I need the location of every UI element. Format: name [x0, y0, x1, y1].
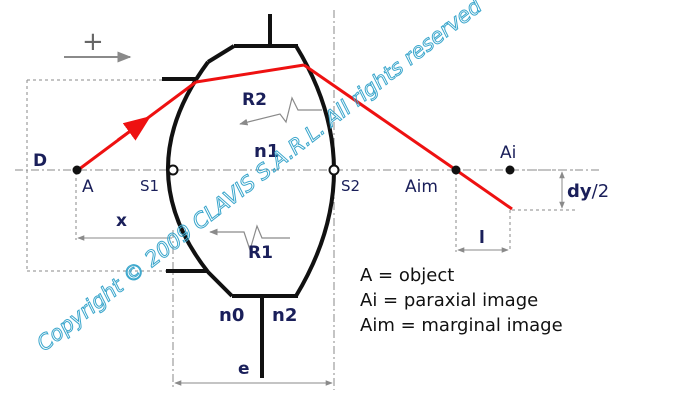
label-dy-suffix: /2 — [592, 181, 610, 202]
label-n1: n1 — [254, 141, 279, 162]
label-s1: S1 — [140, 177, 159, 195]
label-dy-main: dy — [567, 181, 592, 202]
label-s2: S2 — [341, 177, 360, 195]
legend-item-object: A = object — [360, 265, 454, 286]
label-a: A — [82, 177, 94, 197]
ray-segment-4 — [455, 168, 513, 211]
point-ai — [505, 165, 515, 175]
label-ai: Ai — [500, 143, 516, 163]
label-x: x — [116, 211, 127, 231]
point-aim — [451, 165, 461, 175]
ray-segment-3 — [303, 63, 457, 172]
label-d: D — [33, 151, 47, 171]
label-n2: n2 — [272, 305, 297, 326]
point-a — [72, 165, 82, 175]
label-dy: dy/2 — [567, 181, 609, 202]
point-s1 — [167, 164, 179, 176]
legend-item-marginal: Aim = marginal image — [360, 315, 563, 336]
plus-label: + — [82, 27, 104, 57]
ray-segment-2 — [195, 63, 305, 84]
label-aim: Aim — [405, 177, 438, 197]
label-r2: R2 — [242, 90, 267, 110]
label-l: l — [479, 228, 485, 248]
label-n0: n0 — [219, 305, 244, 326]
legend-item-paraxial: Ai = paraxial image — [360, 290, 538, 311]
legend: A = object Ai = paraxial image Aim = mar… — [360, 265, 563, 336]
label-r1: R1 — [248, 243, 273, 263]
lens-top-edge — [206, 44, 236, 64]
label-e: e — [238, 359, 250, 379]
ray-direction-arrow — [117, 116, 151, 142]
lens-bottom-edge — [206, 270, 234, 298]
r2-radius-arrow — [239, 96, 322, 126]
r1-radius-arrow — [209, 224, 290, 253]
point-s2 — [328, 164, 340, 176]
